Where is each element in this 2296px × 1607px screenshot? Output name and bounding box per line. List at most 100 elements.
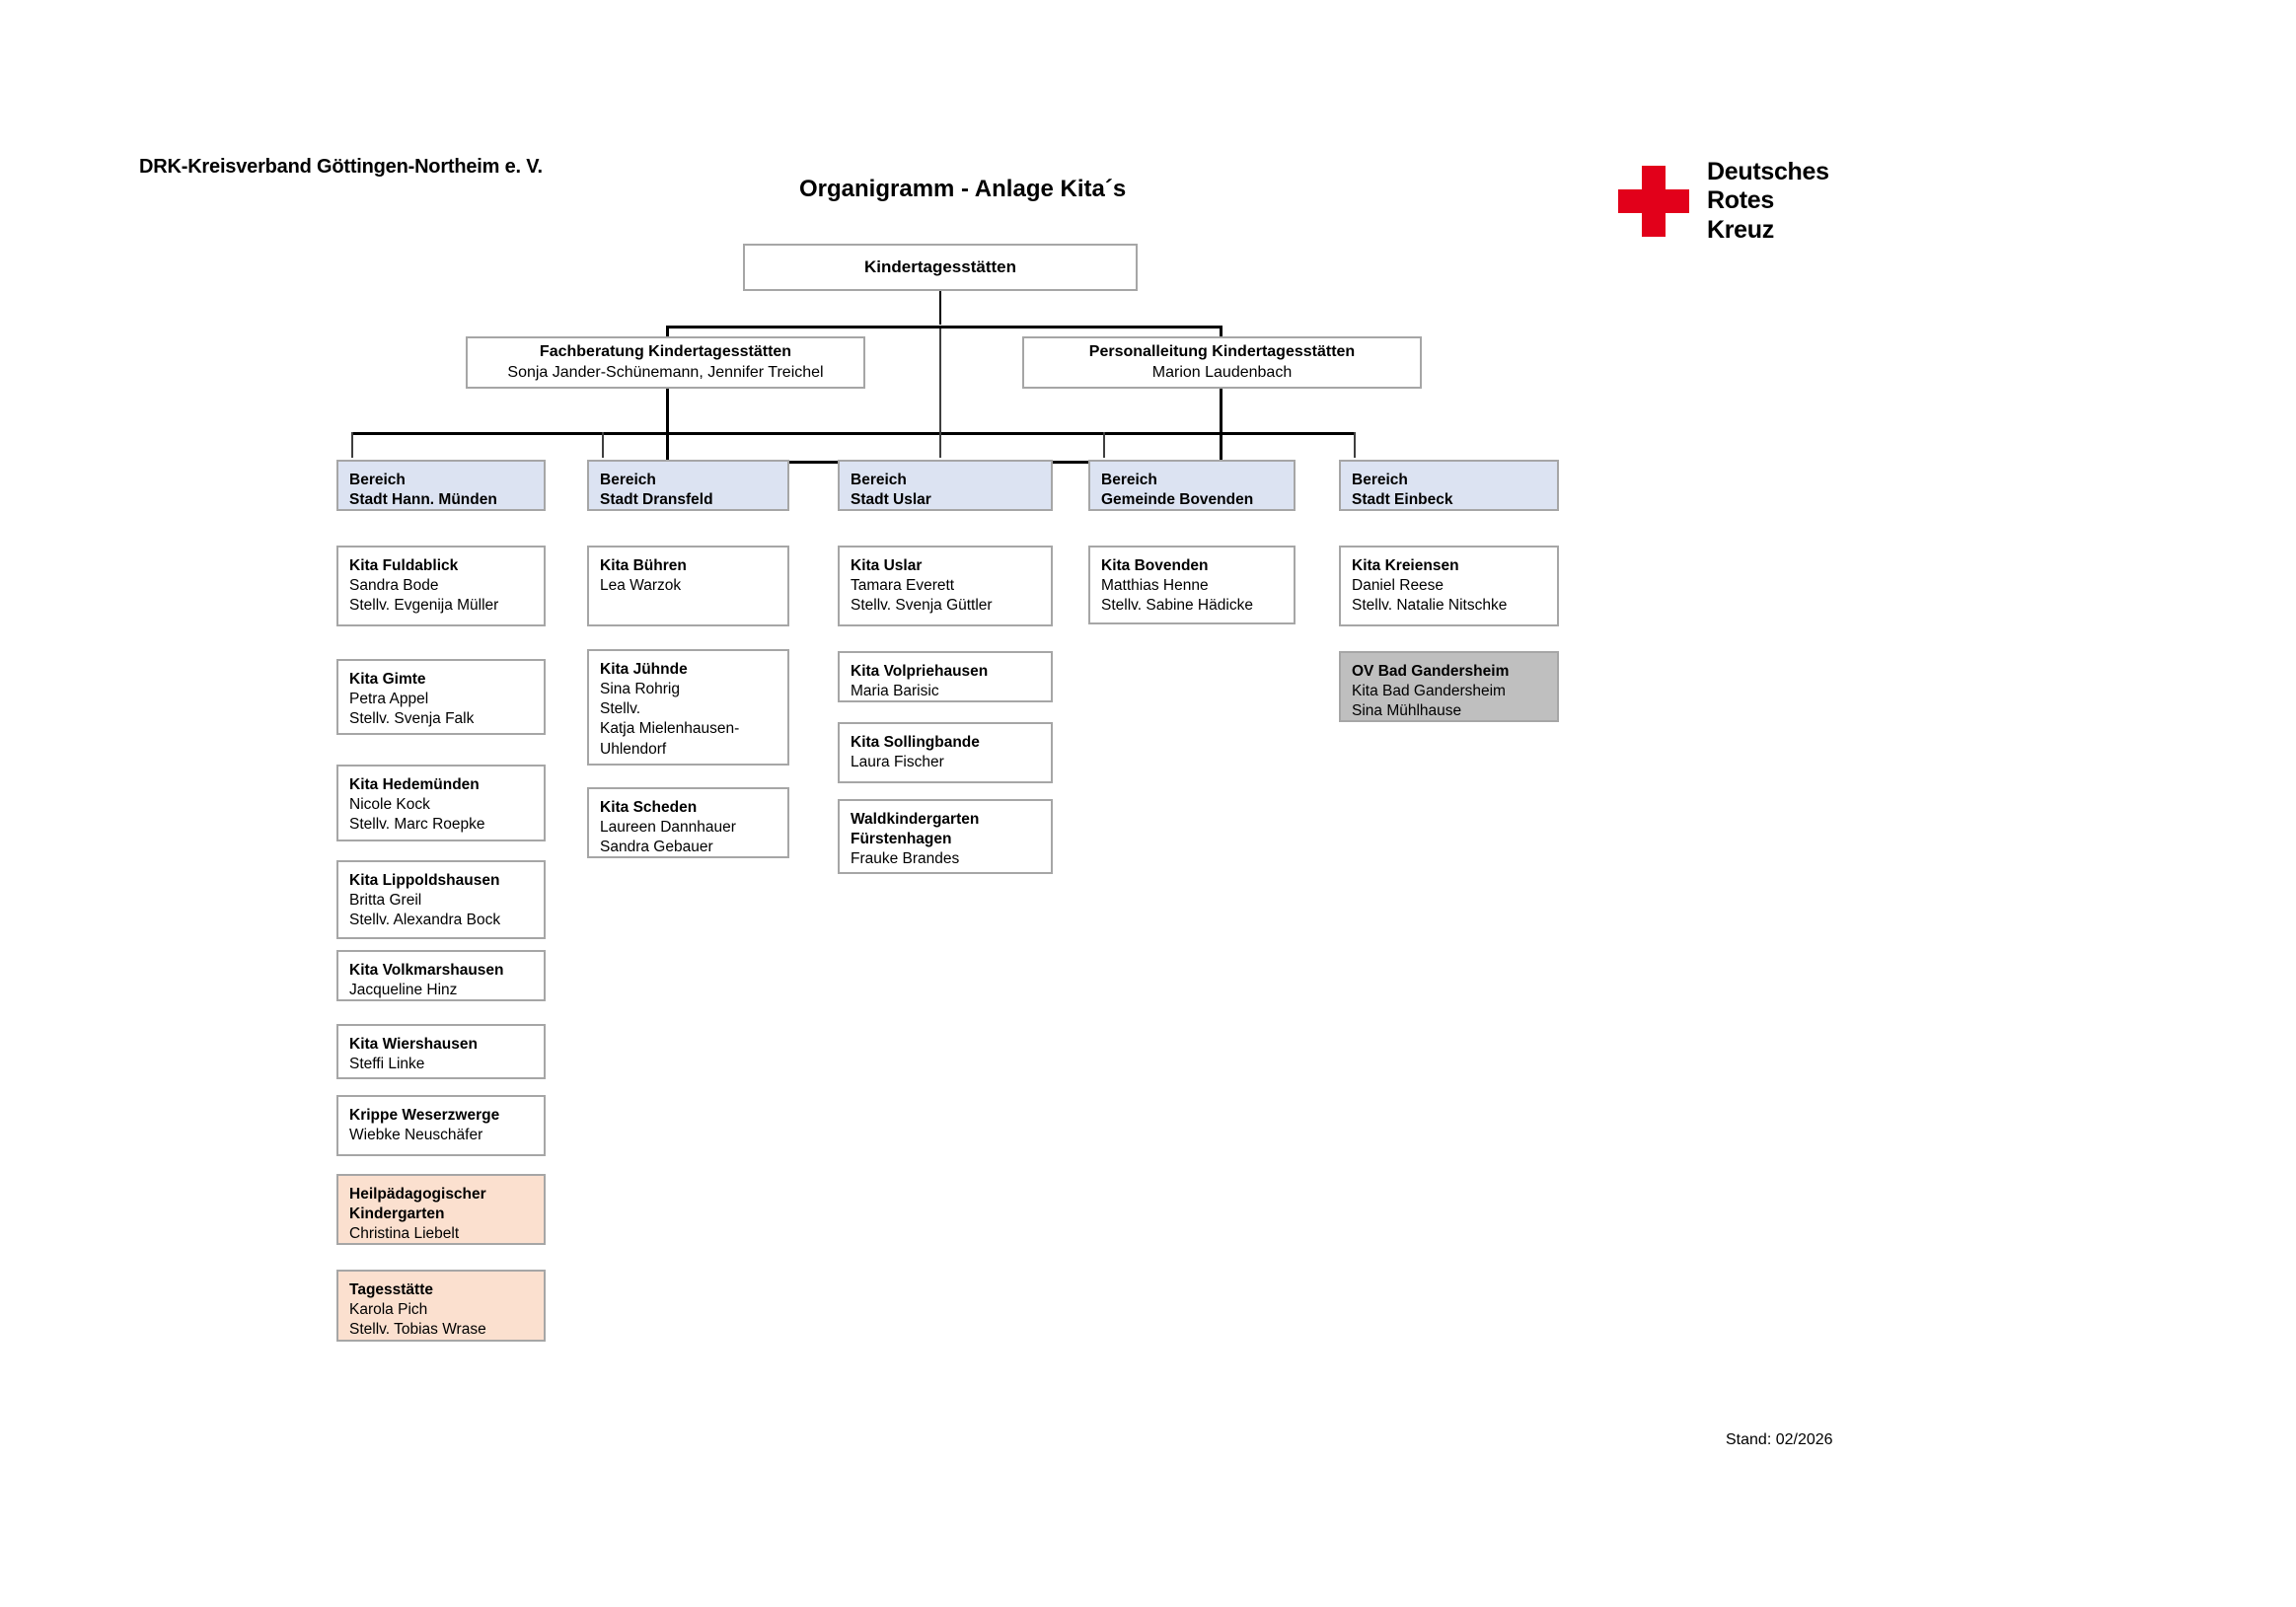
connector-personalleitung-down bbox=[1219, 389, 1222, 461]
association-name: DRK-Kreisverband Göttingen-Northeim e. V… bbox=[139, 156, 543, 178]
unit-title: Kita Scheden bbox=[600, 799, 698, 816]
region-label-name: Stadt Einbeck bbox=[1352, 491, 1453, 509]
connector-region-drop-1 bbox=[602, 432, 604, 458]
unit-person-0: Sandra Bode bbox=[349, 577, 439, 595]
unit-title: Kita Kreiensen bbox=[1352, 557, 1459, 574]
unit-title-2: Fürstenhagen bbox=[851, 831, 952, 848]
unit-person-0: Marion Laudenbach bbox=[1151, 363, 1293, 381]
connector-fachberatung-down bbox=[665, 389, 669, 461]
region-label-top: Bereich bbox=[1101, 472, 1157, 488]
logo-line-1: Deutsches bbox=[1707, 158, 1829, 185]
region-label-name: Gemeinde Bovenden bbox=[1101, 491, 1254, 509]
unit-person-0: Matthias Henne bbox=[1101, 577, 1209, 595]
unit-person-0: Laura Fischer bbox=[851, 754, 944, 771]
region-label-name: Stadt Uslar bbox=[851, 491, 931, 509]
unit-title: Kita Hedemünden bbox=[349, 776, 480, 793]
region-label-top: Bereich bbox=[1352, 472, 1408, 488]
connector-region-drop-0 bbox=[351, 432, 353, 458]
unit-person-1: Stellv. Alexandra Bock bbox=[349, 912, 501, 929]
unit-title: Waldkindergarten bbox=[851, 811, 980, 828]
unit-person-1: Stellv. Natalie Nitschke bbox=[1352, 597, 1508, 615]
page-title: Organigramm - Anlage Kita´s bbox=[799, 176, 1127, 202]
unit-person-2: Katja Mielenhausen- bbox=[600, 720, 740, 738]
drk-logo: Deutsches Rotes Kreuz bbox=[1618, 158, 1855, 247]
connector-region-drop-2 bbox=[939, 432, 941, 458]
unit-person-1: Sina Mühlhause bbox=[1352, 702, 1462, 720]
connector-tier2-drop-left bbox=[665, 326, 669, 336]
connector-region-drop-4 bbox=[1354, 432, 1356, 458]
logo-line-3: Kreuz bbox=[1707, 215, 1774, 244]
region-label-top: Bereich bbox=[851, 472, 907, 488]
region-label-top: Bereich bbox=[349, 472, 406, 488]
connector-bus-to-region bbox=[939, 329, 941, 432]
unit-person-0: Christina Liebelt bbox=[349, 1225, 460, 1243]
unit-person-0: Kita Bad Gandersheim bbox=[1352, 683, 1506, 700]
unit-person-0: Sina Rohrig bbox=[600, 681, 680, 698]
unit-title: Kita Uslar bbox=[851, 557, 923, 574]
unit-person-1: Stellv. Tobias Wrase bbox=[349, 1321, 486, 1339]
unit-title: Kita Wiershausen bbox=[349, 1036, 478, 1053]
connector-tier2-bus bbox=[665, 326, 1222, 329]
unit-title: Heilpädagogischer bbox=[349, 1186, 486, 1203]
region-label-name: Stadt Hann. Münden bbox=[349, 491, 497, 509]
connector-tier2-drop-right bbox=[1219, 326, 1222, 336]
logo-line-2: Rotes bbox=[1707, 186, 1774, 215]
connector-root-stem bbox=[939, 291, 941, 325]
unit-person-0: Petra Appel bbox=[349, 691, 429, 708]
unit-person-0: Daniel Reese bbox=[1352, 577, 1444, 595]
unit-title: Kita Fuldablick bbox=[349, 557, 459, 574]
unit-title: Kita Gimte bbox=[349, 671, 426, 688]
red-cross-icon bbox=[1618, 166, 1689, 237]
unit-person-1: Stellv. Marc Roepke bbox=[349, 816, 485, 834]
unit-title: Kita Lippoldshausen bbox=[349, 872, 500, 889]
unit-title: Kita Volpriehausen bbox=[851, 663, 989, 680]
revision-date: Stand: 02/2026 bbox=[1726, 1431, 1833, 1448]
cross-vertical-bar bbox=[1642, 166, 1666, 237]
unit-title-2: Kindergarten bbox=[349, 1205, 445, 1223]
unit-person-0: Lea Warzok bbox=[600, 577, 682, 595]
unit-person-0: Sonja Jander-Schünemann, Jennifer Treich… bbox=[507, 363, 824, 381]
unit-title: Kita Sollingbande bbox=[851, 734, 980, 751]
unit-person-1: Sandra Gebauer bbox=[600, 839, 713, 856]
unit-title: Personalleitung Kindertagesstätten bbox=[1088, 342, 1356, 360]
unit-person-0: Frauke Brandes bbox=[851, 850, 960, 868]
unit-title: Kita Jühnde bbox=[600, 661, 688, 678]
unit-person-1: Stellv. bbox=[600, 700, 641, 718]
unit-person-0: Maria Barisic bbox=[851, 683, 939, 700]
unit-person-3: Uhlendorf bbox=[600, 740, 667, 758]
unit-person-0: Laureen Dannhauer bbox=[600, 819, 736, 837]
unit-person-0: Britta Greil bbox=[349, 892, 422, 910]
unit-person-0: Wiebke Neuschäfer bbox=[349, 1127, 483, 1144]
node-kindertagesstaetten[interactable]: Kindertagesstätten bbox=[743, 244, 1138, 291]
unit-title: Kita Volkmarshausen bbox=[349, 962, 504, 979]
unit-person-0: Karola Pich bbox=[349, 1301, 428, 1319]
unit-person-1: Stellv. Svenja Güttler bbox=[851, 597, 993, 615]
